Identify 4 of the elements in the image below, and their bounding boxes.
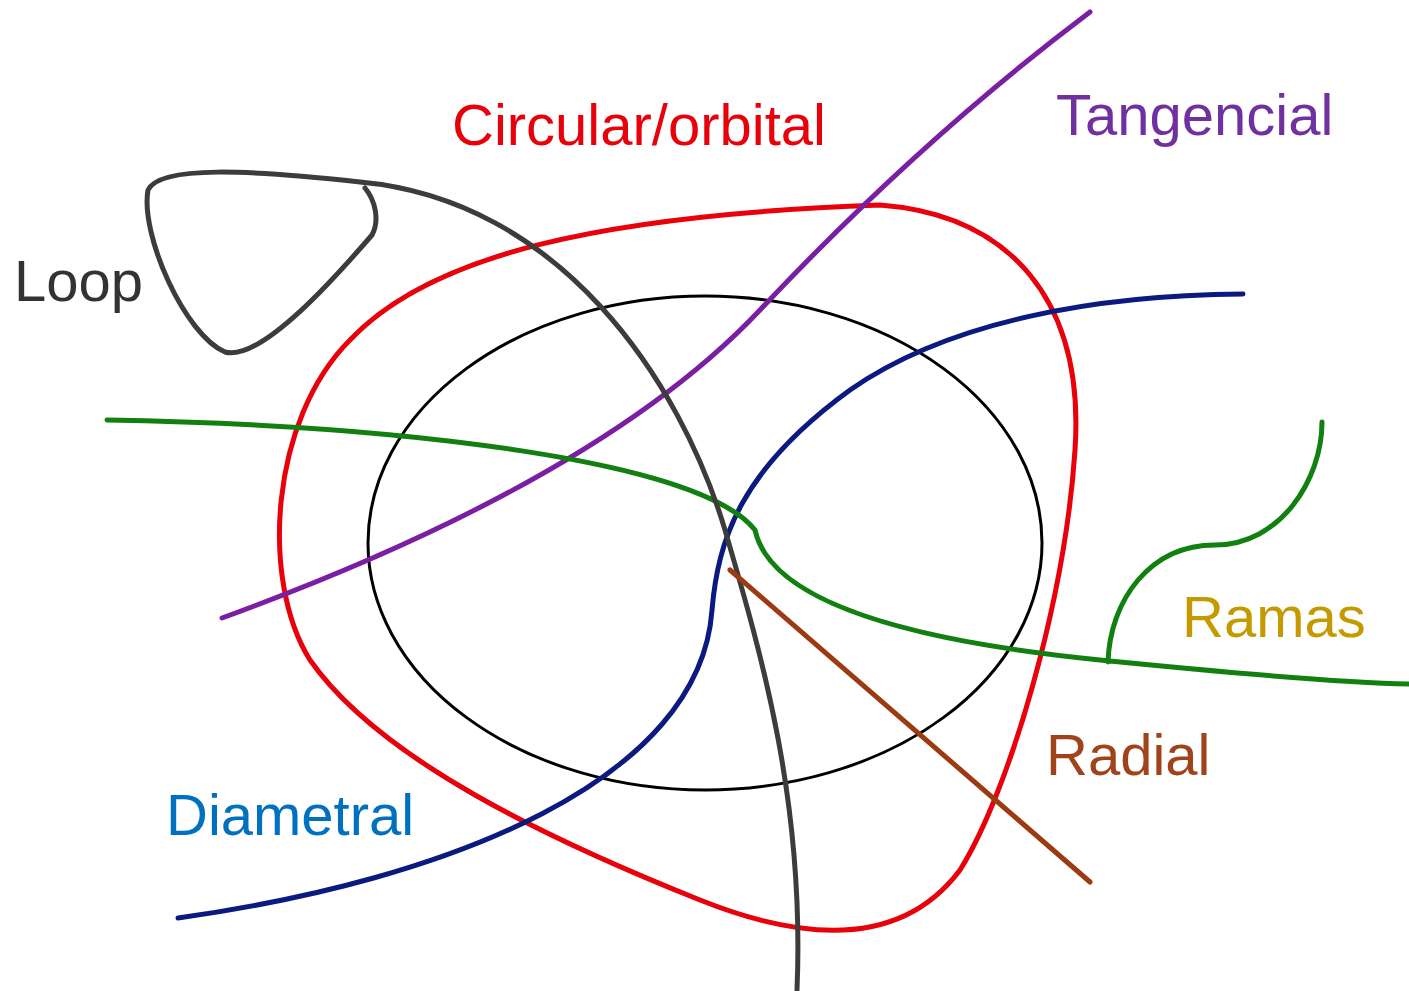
curve-label: Ramas (1182, 588, 1366, 646)
curve-label: Circular/orbital (452, 96, 826, 154)
curve-label: Radial (1046, 726, 1211, 784)
curve-label: Diametral (166, 786, 415, 844)
